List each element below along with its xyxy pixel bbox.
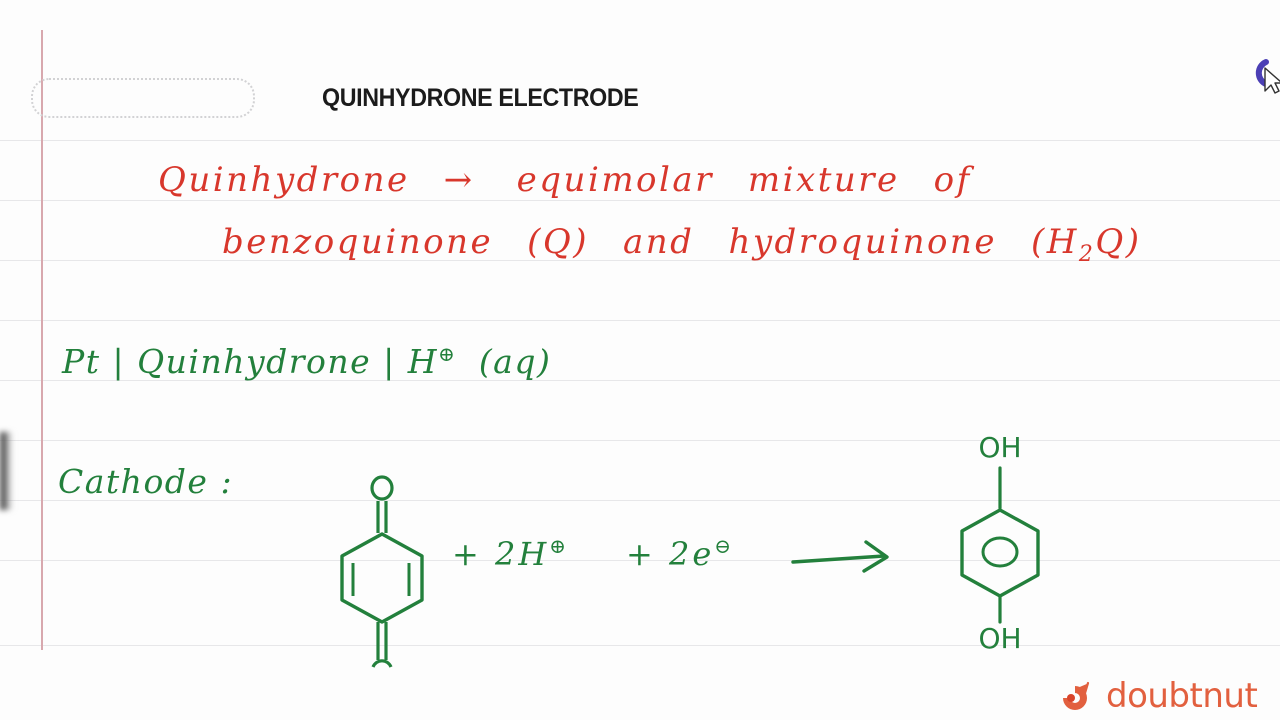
loading-spinner-icon [1255, 59, 1269, 87]
note-label-h2q-sub: 2 [1078, 242, 1096, 267]
reaction-arrow-icon [791, 540, 889, 573]
note-label-h2q-pre: (H [1030, 222, 1079, 262]
rule-line [0, 140, 1280, 141]
cell-electrode: Pt [62, 342, 101, 381]
rule-line [0, 200, 1280, 201]
rule-line [0, 320, 1280, 321]
plus-charge-icon: ⊕ [438, 342, 455, 366]
rule-line [0, 440, 1280, 441]
arrow-glyph: → [443, 160, 475, 200]
rule-line [0, 560, 1280, 561]
note-word-benzoquinone: benzoquinone [222, 222, 494, 262]
note-word-and: and [623, 222, 695, 262]
cell-separator-2: | [383, 342, 396, 381]
note-word-equimolar: equimolar [516, 160, 714, 200]
note-line-1: Quinhydrone → equimolar mixture of [158, 160, 972, 200]
cathode-label: Cathode : [58, 462, 234, 501]
left-edge-overlay [0, 432, 14, 510]
graduation-cap-icon [1063, 681, 1090, 710]
margin-line [41, 30, 43, 650]
electrons-label: + 2e [626, 535, 715, 573]
benzoquinone-structure [340, 475, 424, 668]
cursor-pointer-icon [1255, 59, 1280, 94]
cell-state: (aq) [478, 342, 552, 381]
hydroxyl-bottom-label: OH [978, 622, 1021, 655]
reactant-protons: + 2H⊕ [452, 534, 567, 573]
note-word-of: of [933, 160, 972, 200]
rule-line [0, 380, 1280, 381]
minus-charge-icon: ⊖ [714, 534, 732, 558]
note-line-2: benzoquinone (Q) and hydroquinone (H2Q) [222, 222, 1142, 267]
note-word-quinhydrone: Quinhydrone [158, 160, 410, 200]
rule-line [0, 645, 1280, 646]
reactant-electrons: + 2e⊖ [626, 534, 732, 573]
rule-line [0, 500, 1280, 501]
doubtnut-wordmark: doubtnut [1106, 676, 1258, 716]
note-label-h2q-post: Q) [1095, 222, 1142, 262]
cell-species: Quinhydrone [137, 342, 372, 381]
protons-label: + 2H [452, 535, 550, 573]
placeholder-box[interactable] [31, 78, 255, 118]
cell-separator-1: | [112, 342, 126, 381]
note-label-q: (Q) [527, 222, 589, 262]
cell-notation-line: Pt | Quinhydrone | H⊕ (aq) [62, 342, 551, 381]
note-word-hydroquinone: hydroquinone [728, 222, 997, 262]
hydroquinone-structure: OH OH [960, 431, 1040, 655]
doubtnut-logo[interactable]: doubtnut [1058, 676, 1258, 716]
note-word-mixture: mixture [747, 160, 900, 200]
page-title: QUINHYDRONE ELECTRODE [322, 84, 639, 112]
hydroxyl-top-label: OH [978, 431, 1021, 464]
plus-charge-icon: ⊕ [549, 534, 567, 558]
cell-ion: H [407, 342, 439, 381]
rule-line [0, 260, 1280, 261]
